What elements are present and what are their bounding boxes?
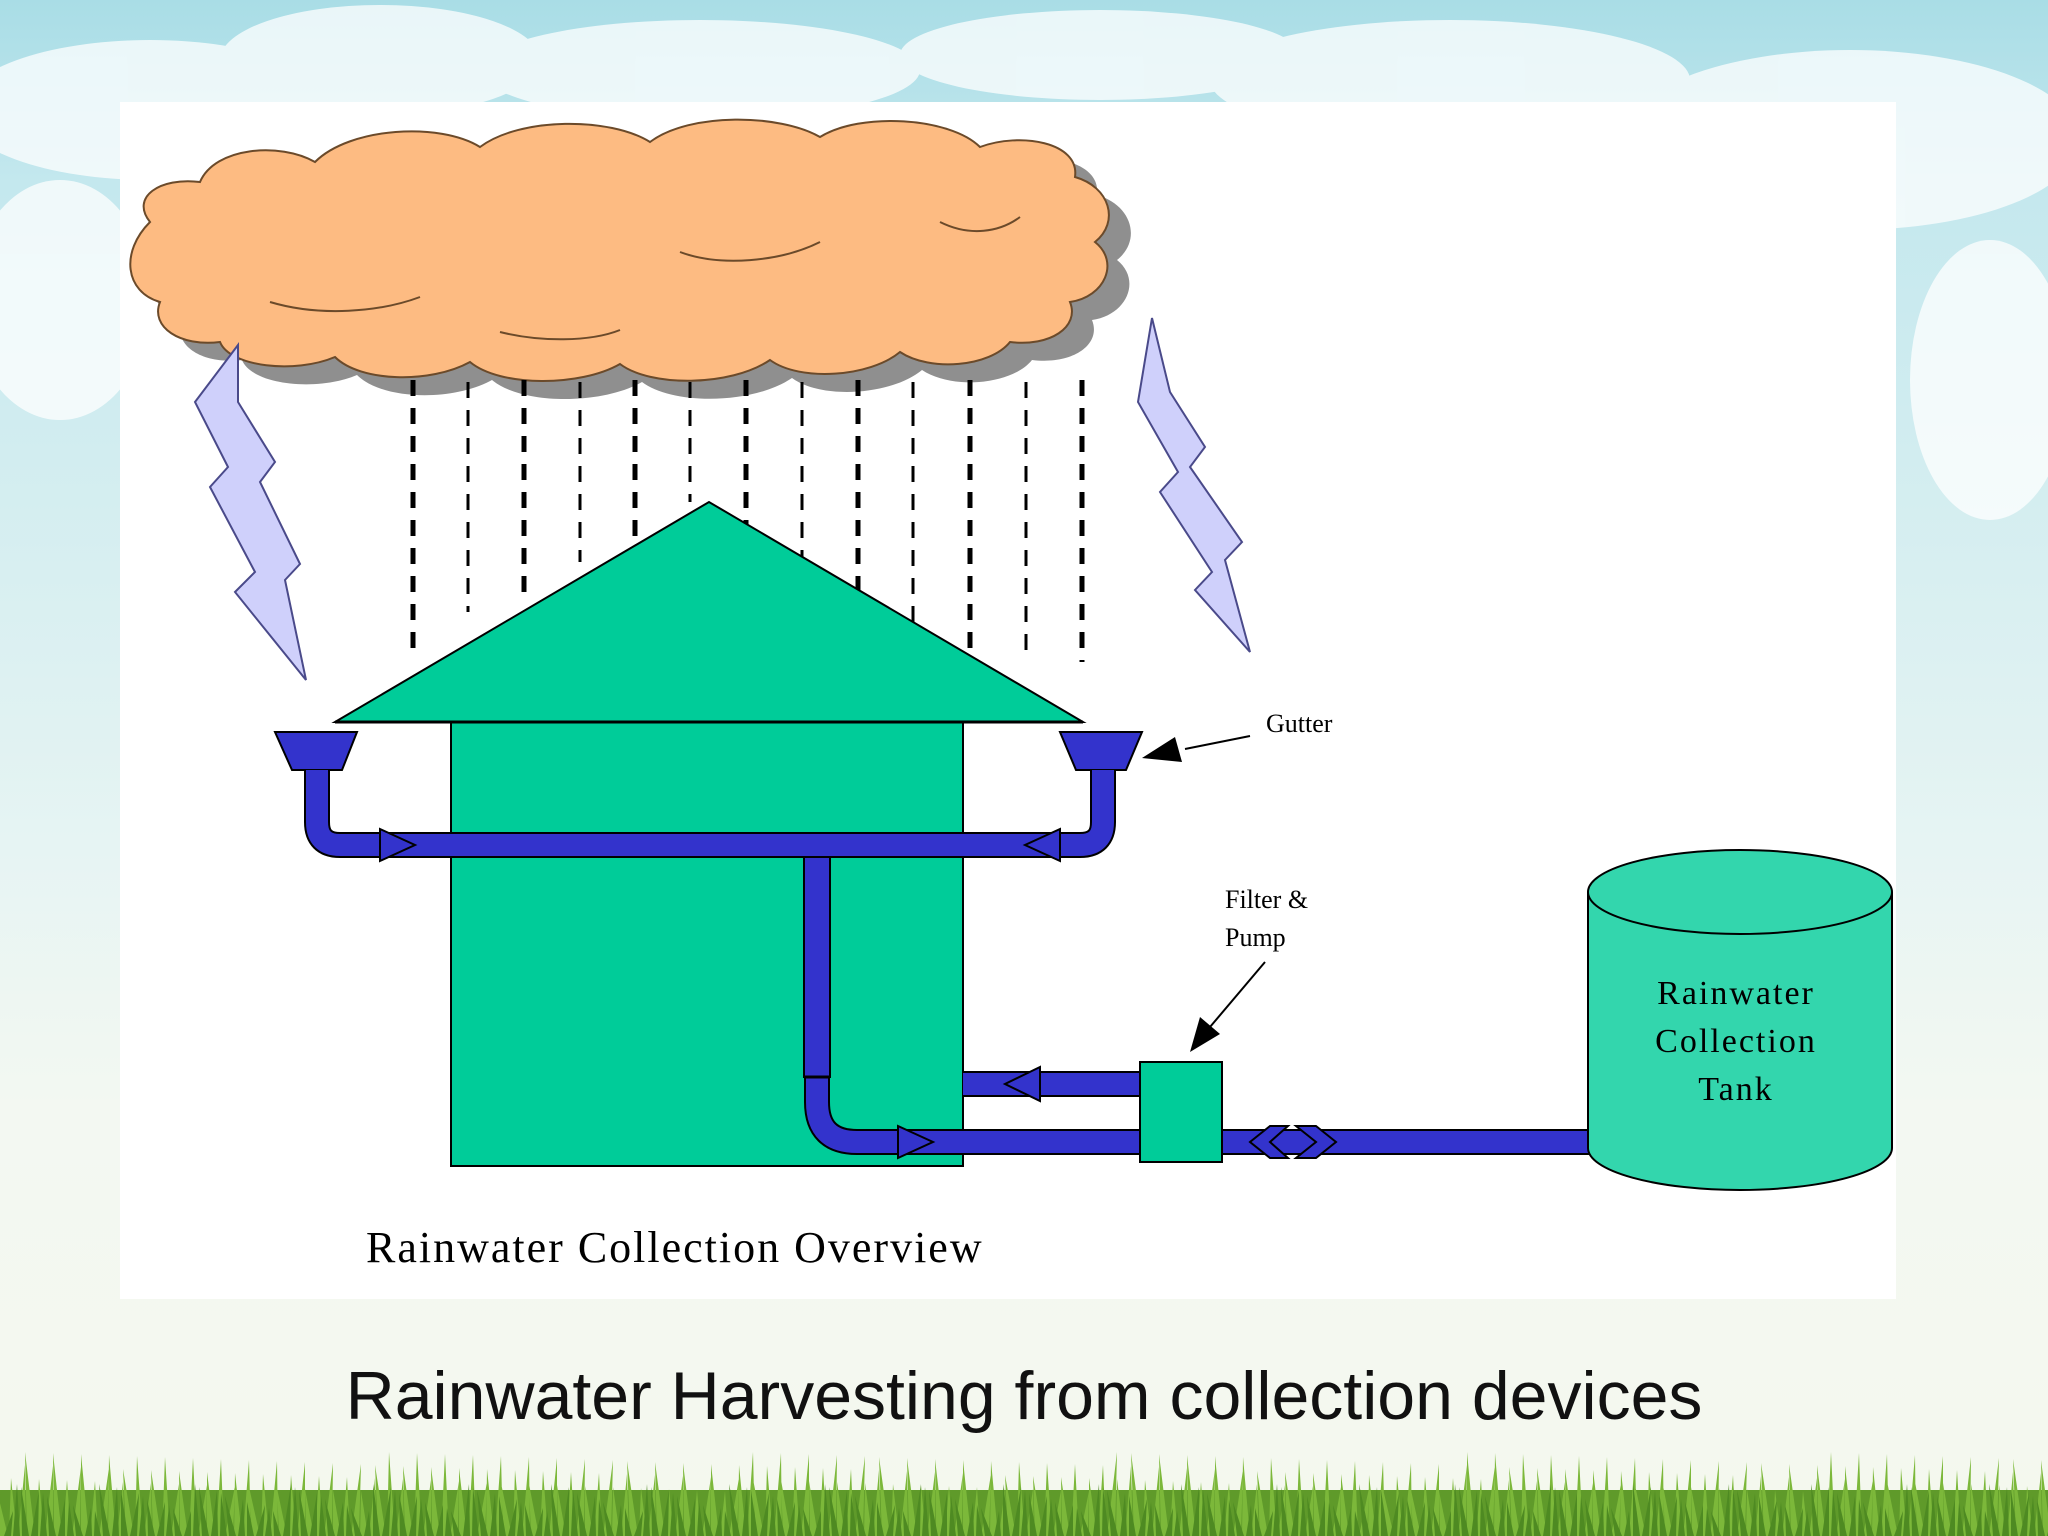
- lightning-icon: [193, 317, 1251, 681]
- diagram-panel: Gutter Filter & Pump Rainwater Collectio…: [120, 102, 1896, 1299]
- flow-arrow-icon: [379, 827, 1338, 1160]
- slide-caption: Rainwater Harvesting from collection dev…: [345, 1358, 1703, 1434]
- house: [331, 500, 1087, 1167]
- gutter-funnel-icon: [273, 731, 1144, 771]
- gutter-pointer-arrow: [1142, 735, 1251, 762]
- pipes: [304, 770, 1590, 1155]
- figure-title: Rainwater Collection Overview: [366, 1223, 984, 1272]
- filter-label-line1: Filter &: [1225, 885, 1308, 914]
- tank-label-line1: Rainwater: [1657, 975, 1815, 1012]
- filter-label-line2: Pump: [1225, 923, 1286, 952]
- filter-pointer-arrow: [1190, 961, 1266, 1052]
- tank-label-line2: Collection: [1655, 1023, 1817, 1060]
- rainwater-diagram: Gutter Filter & Pump Rainwater Collectio…: [129, 118, 1893, 1272]
- grass: [0, 1452, 2048, 1536]
- tank-label-line3: Tank: [1698, 1071, 1774, 1108]
- filter-pump-box: [1139, 1061, 1223, 1163]
- cloud-icon: [129, 118, 1131, 400]
- rain-lines: [410, 380, 1085, 662]
- gutter-label: Gutter: [1266, 709, 1333, 738]
- rainwater-tank: [1587, 849, 1893, 1191]
